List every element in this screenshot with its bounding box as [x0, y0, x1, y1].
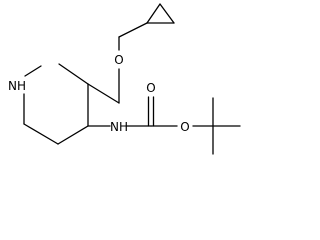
molecule-diagram: NH O NH O O [8, 3, 241, 155]
bond-n1-c2 [24, 65, 42, 77]
atom-label-carbamate-nh: NH [110, 120, 128, 134]
bond-c2-c3 [58, 63, 89, 85]
bond-c3-ch2 [87, 83, 120, 104]
bond-cp2-cp3 [159, 3, 175, 24]
bond-cp1-cp2 [146, 3, 161, 24]
atom-label-ester-oxygen: O [180, 120, 189, 134]
cyclopropyl-ring [146, 3, 175, 24]
atom-label-piperidine-nh: NH [8, 79, 26, 93]
boc-carbamate [87, 96, 241, 155]
atom-label-ether-oxygen: O [114, 53, 123, 67]
piperidine-ring [23, 63, 89, 145]
cyclopropylmethoxy-chain [87, 22, 148, 104]
structure-canvas: NH O NH O O [8, 3, 241, 155]
bond-c5-c6 [23, 123, 59, 145]
bond-c4-c5 [57, 125, 89, 145]
bond-ch2-cyclopropyl [118, 22, 148, 38]
atom-label-carbonyl-oxygen: O [146, 81, 155, 95]
